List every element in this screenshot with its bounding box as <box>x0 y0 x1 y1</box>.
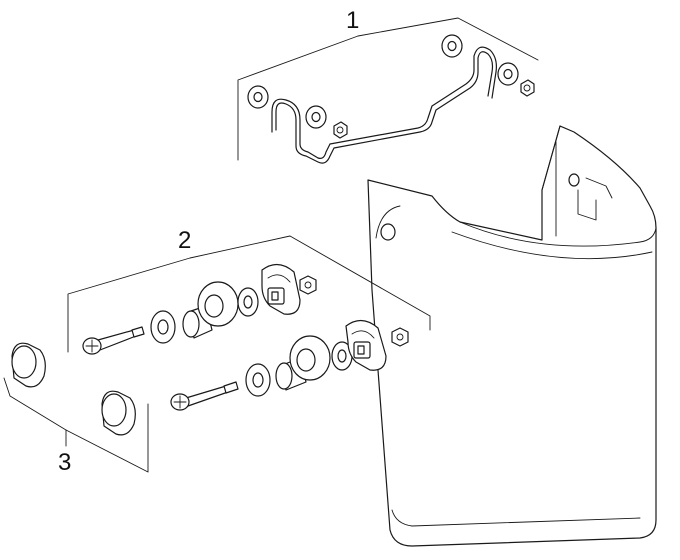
fixing-clip-upper <box>261 263 301 315</box>
fixing-nut-lower <box>391 327 409 347</box>
fixing-spacer-upper <box>182 281 239 339</box>
callout-number-3: 3 <box>58 449 71 476</box>
pedestal-hole-left <box>380 223 396 241</box>
callout-2-label: 2 <box>178 227 191 254</box>
bracket-washer-top <box>441 34 463 58</box>
fixing-screw-upper <box>82 326 145 355</box>
callout-3-bracket-frame <box>3 377 149 473</box>
callout-1-label: 1 <box>346 7 359 34</box>
fixing-washer-lower <box>245 363 271 397</box>
callout-1-bracket-frame <box>237 17 539 161</box>
bracket-nut-right <box>520 79 535 97</box>
bracket-nut-center <box>333 121 348 139</box>
fixing-spacer-lower <box>275 335 331 391</box>
bracket-washer-center <box>305 105 327 129</box>
callout-2-bracket-frame <box>67 235 431 353</box>
callout-number-2: 2 <box>178 227 191 254</box>
callout-number-1: 1 <box>346 7 359 34</box>
cover-cap-left <box>11 342 46 388</box>
bracket-washer-right <box>497 62 519 86</box>
semi-pedestal <box>367 125 657 547</box>
bracket-washer-left <box>247 85 269 109</box>
fixing-clip-lower <box>345 319 387 371</box>
cover-cap-right <box>101 390 136 436</box>
pedestal-hole-right <box>568 173 580 187</box>
fixing-collar-lower <box>331 341 353 371</box>
fixing-collar-upper <box>237 287 259 317</box>
wire-bracket <box>271 46 497 164</box>
fixing-nut-upper <box>299 275 317 295</box>
fixing-screw-lower <box>170 381 239 411</box>
fixing-washer-upper <box>150 310 176 344</box>
callout-3-label: 3 <box>58 449 71 476</box>
